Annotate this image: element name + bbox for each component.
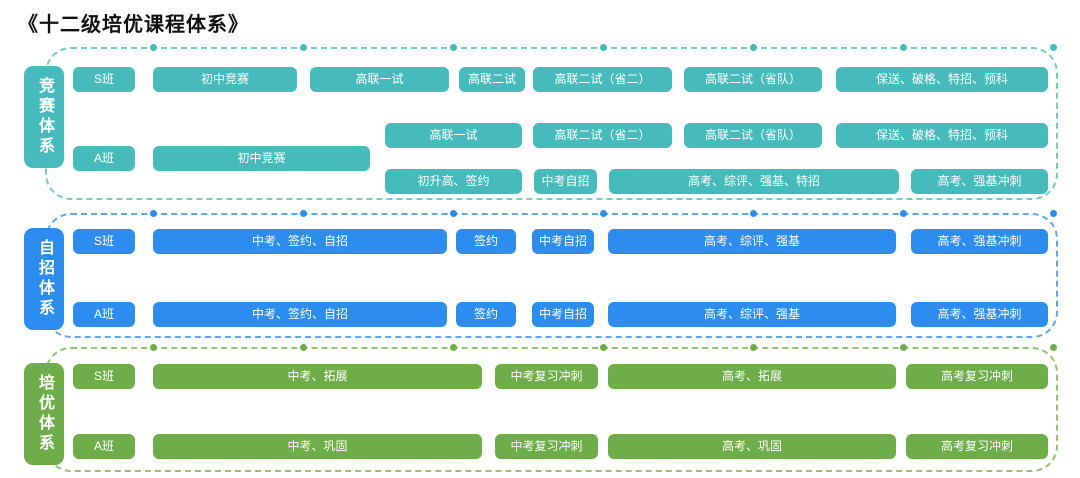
course-badge: 高考、综评、强基 [608, 302, 896, 327]
course-badge: 高联二试（省队） [684, 123, 822, 148]
course-badge: 高考、强基冲刺 [911, 169, 1048, 194]
course-badge: 高联一试 [385, 123, 522, 148]
border-dot [450, 210, 457, 217]
course-badge: 高联一试 [310, 67, 449, 92]
course-badge: 高考、综评、强基 [608, 229, 896, 254]
section-label-competition: 竞赛体系 [24, 66, 64, 168]
course-badge: 高联二试（省二） [533, 123, 672, 148]
course-badge: 中考、签约、自招 [153, 229, 447, 254]
course-badge: 中考、巩固 [153, 434, 482, 459]
border-dot [150, 344, 157, 351]
course-badge: 中考复习冲刺 [495, 364, 598, 389]
class-badge-a: A班 [73, 302, 135, 327]
course-badge: 高联二试（省队） [684, 67, 822, 92]
border-dot [600, 344, 607, 351]
course-badge: 中考、签约、自招 [153, 302, 447, 327]
class-badge-a: A班 [73, 434, 135, 459]
border-dot [750, 44, 757, 51]
course-badge: 保送、破格、特招、预科 [836, 67, 1048, 92]
course-badge: 高联二试 [459, 67, 525, 92]
border-dot [1050, 44, 1057, 51]
course-badge: 高考复习冲刺 [906, 434, 1048, 459]
course-badge: 高考、拓展 [608, 364, 896, 389]
section-label-self-admission: 自招体系 [24, 228, 64, 330]
course-badge: 高联二试（省二） [533, 67, 672, 92]
course-badge: 签约 [456, 302, 516, 327]
course-badge: 中考复习冲刺 [495, 434, 598, 459]
course-badge: 高考、强基冲刺 [911, 302, 1048, 327]
border-dot [300, 44, 307, 51]
course-badge: 中考自招 [532, 229, 594, 254]
border-dot [150, 210, 157, 217]
border-dot [900, 210, 907, 217]
border-dot [1050, 344, 1057, 351]
section-label-peiyou: 培优体系 [24, 363, 64, 465]
course-badge: 中考、拓展 [153, 364, 482, 389]
course-badge: 中考自招 [532, 302, 594, 327]
border-dot [600, 44, 607, 51]
course-badge: 高考、综评、强基、特招 [609, 169, 899, 194]
class-badge-s: S班 [73, 67, 135, 92]
course-badge: 高考复习冲刺 [906, 364, 1048, 389]
course-badge: 初升高、签约 [385, 169, 522, 194]
border-dot [300, 344, 307, 351]
border-dot [900, 344, 907, 351]
border-dot [1050, 210, 1057, 217]
border-dot [750, 344, 757, 351]
class-badge-s: S班 [73, 364, 135, 389]
border-dot [450, 44, 457, 51]
border-dot [300, 210, 307, 217]
border-dot [600, 210, 607, 217]
page-title: 《十二级培优课程体系》 [18, 14, 249, 36]
border-dot [750, 210, 757, 217]
border-dot [450, 344, 457, 351]
course-badge: 高考、巩固 [608, 434, 896, 459]
course-badge: 初中竞赛 [153, 67, 297, 92]
class-badge-s: S班 [73, 229, 135, 254]
course-badge: 保送、破格、特招、预科 [836, 123, 1048, 148]
class-badge-a: A班 [73, 146, 135, 171]
border-dot [900, 44, 907, 51]
course-badge: 高考、强基冲刺 [911, 229, 1048, 254]
course-badge: 初中竞赛 [153, 146, 370, 171]
course-badge: 中考自招 [534, 169, 597, 194]
border-dot [150, 44, 157, 51]
course-badge: 签约 [456, 229, 516, 254]
